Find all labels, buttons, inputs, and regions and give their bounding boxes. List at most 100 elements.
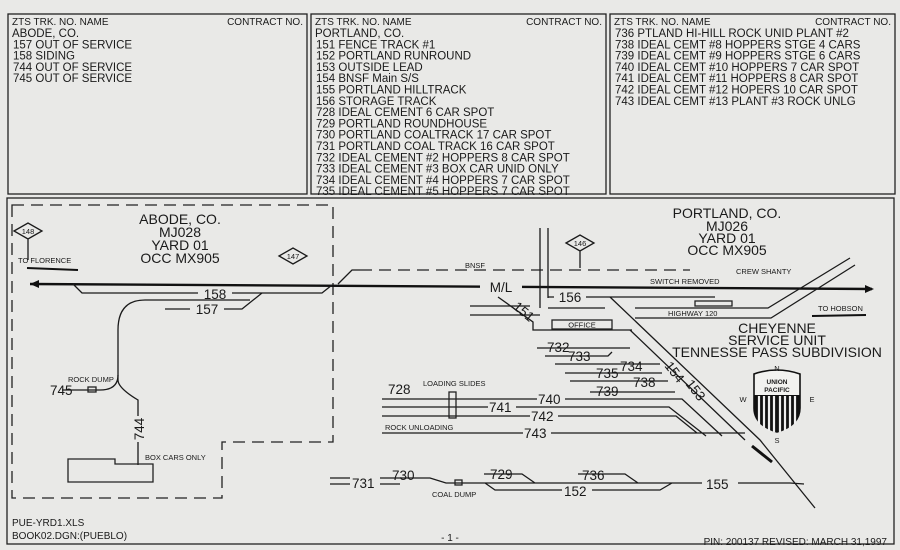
rock-unloading-label: ROCK UNLOADING: [385, 423, 454, 432]
table-row: 157 OUT OF SERVICE: [13, 39, 132, 51]
table-row: 732 IDEAL CEMENT #2 HOPPERS 8 CAR SPOT: [316, 152, 570, 164]
highway-label: HIGHWAY 120: [668, 309, 717, 318]
arrow-left-icon: [30, 280, 39, 288]
south-tracks: 730 731 COAL DUMP 729 736 152 155: [330, 467, 805, 499]
table-row: 733 IDEAL CEMENT #3 BOX CAR UNID ONLY: [316, 164, 559, 176]
table-box-abode: [7, 13, 308, 195]
abode-code: MJ028: [159, 224, 201, 240]
industry-track-lines: [382, 347, 745, 437]
bnsf-label: BNSF: [465, 261, 485, 270]
track-730-label: 730: [392, 468, 415, 483]
track-745-label: 745: [50, 383, 73, 398]
table-row: 739 IDEAL CEMT #9 HOPPERS STGE 6 CARS: [615, 51, 861, 63]
service-unit-label: SERVICE UNIT: [728, 332, 826, 348]
service-unit-name: CHEYENNE: [738, 320, 816, 336]
table-header-name: ZTS TRK. NO. NAME: [315, 17, 412, 28]
milepost-147: 147: [277, 247, 309, 265]
table-row: 738 IDEAL CEMT #8 HOPPERS STGE 4 CARS: [615, 39, 861, 51]
portland-occ: OCC MX905: [687, 242, 767, 258]
milepost-diamond-icon: [12, 222, 44, 260]
box-cars-only-label: BOX CARS ONLY: [145, 453, 206, 462]
table-row: 745 OUT OF SERVICE: [13, 73, 132, 85]
track-157-label: 157: [196, 302, 219, 317]
office-building: [551, 319, 613, 330]
compass: N S W E: [739, 364, 814, 445]
track-741-label: 741: [489, 400, 512, 415]
abode-yard: YARD 01: [151, 237, 209, 253]
compass-east: E: [809, 395, 814, 404]
table-row: 155 PORTLAND HILLTRACK: [316, 85, 467, 97]
table-header-contract: CONTRACT NO.: [526, 17, 602, 28]
abode-yard-boundary: [11, 204, 334, 499]
table-row: 743 IDEAL CEMT #13 PLANT #3 ROCK UNLG: [615, 96, 856, 108]
coal-dump-label: COAL DUMP: [432, 490, 476, 499]
footer-file-xls: PUE-YRD1.XLS: [12, 518, 85, 529]
track-731-label: 731: [352, 476, 375, 491]
track-158-label: 158: [204, 287, 227, 302]
table-row: 734 IDEAL CEMENT #4 HOPPERS 7 CAR SPOT: [316, 175, 570, 187]
track-156-label: 156: [559, 290, 582, 305]
track-153-label: 153: [683, 377, 709, 404]
track-744-label: 744: [132, 417, 147, 440]
portland-location: PORTLAND, CO.: [673, 205, 782, 221]
bnsf-connection: [337, 269, 360, 285]
to-hobson-arrow: [811, 314, 867, 317]
to-florence-arrow: [26, 267, 79, 271]
table-row: 156 STORAGE TRACK: [316, 96, 437, 108]
milepost-label: 146: [574, 239, 587, 248]
track-740-label: 740: [538, 392, 561, 407]
to-hobson-label: TO HOBSON: [818, 304, 863, 313]
main-line-label: M/L: [490, 280, 513, 295]
track-736-label: 736: [582, 468, 605, 483]
table-row: 154 BNSF Main S/S: [316, 73, 419, 85]
table-row: 736 PTLAND HI-HILL ROCK UNID PLANT #2: [615, 28, 849, 40]
office-label: OFFICE: [568, 321, 596, 330]
table-row: 728 IDEAL CEMENT 6 CAR SPOT: [316, 107, 494, 119]
table-location: ABODE, CO.: [12, 28, 79, 40]
milepost-label: 148: [22, 227, 35, 236]
yard-spurs: [470, 305, 605, 316]
box-car-building: [67, 458, 154, 483]
to-florence-label: TO FLORENCE: [18, 256, 71, 265]
main-line-track: [29, 282, 873, 291]
table-row: 153 OUTSIDE LEAD: [316, 62, 423, 74]
track-743-label: 743: [524, 426, 547, 441]
track-739-label: 739: [596, 384, 619, 399]
highway-120: [635, 257, 856, 319]
compass-south: S: [774, 436, 779, 445]
switch-removed-label: SWITCH REMOVED: [650, 277, 720, 286]
logo-line2: PACIFIC: [764, 387, 790, 394]
tracks-153-154: [609, 296, 816, 509]
logo-line1: UNION: [767, 379, 788, 386]
track-152-label: 152: [564, 484, 587, 499]
milepost-146: 146: [564, 234, 596, 268]
track-729-label: 729: [490, 467, 513, 482]
compass-west: W: [739, 395, 747, 404]
table-row: 152 PORTLAND RUNROUND: [316, 51, 471, 63]
track-742-label: 742: [531, 409, 554, 424]
track-728-label: 728: [388, 382, 411, 397]
milepost-label: 147: [287, 252, 300, 261]
table-box-portland: [310, 13, 607, 195]
page-number: - 1 -: [441, 533, 459, 544]
table-row: 158 SIDING: [13, 51, 75, 63]
crew-shanty-label: CREW SHANTY: [736, 267, 791, 276]
table-row: 741 IDEAL CEMT #11 HOPPERS 8 CAR SPOT: [615, 73, 858, 85]
table-header-name: ZTS TRK. NO. NAME: [12, 17, 109, 28]
portland-title: PORTLAND, CO. MJ026 YARD 01 OCC MX905: [673, 205, 782, 258]
subdivision-name: TENNESSE PASS SUBDIVISION: [672, 344, 882, 360]
crew-shanty-building: [694, 300, 733, 307]
milepost-diamond-icon: [277, 247, 309, 265]
portland-code: MJ026: [706, 218, 748, 234]
milepost-148: 148: [12, 222, 44, 260]
table-row: 740 IDEAL CEMT #10 HOPPERS 7 CAR SPOT: [615, 62, 859, 74]
track-151-label: 151: [510, 299, 537, 325]
table-row: 729 PORTLAND ROUNDHOUSE: [316, 118, 487, 130]
track-734-label: 734: [620, 359, 643, 374]
rock-dump-icon: [87, 386, 97, 393]
track-155-label: 155: [706, 477, 729, 492]
track-735-label: 735: [596, 366, 619, 381]
abode-location: ABODE, CO.: [139, 211, 221, 227]
abode-occ: OCC MX905: [140, 250, 220, 266]
